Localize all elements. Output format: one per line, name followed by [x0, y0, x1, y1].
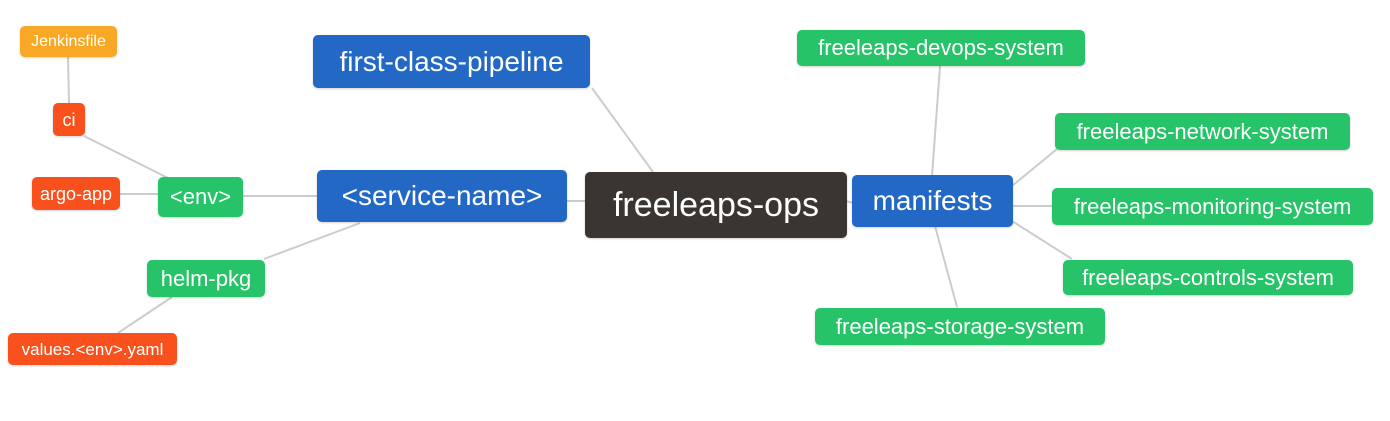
node-helm-pkg[interactable]: helm-pkg — [147, 260, 265, 297]
edge-helm-pkg-to-service-name — [263, 222, 361, 260]
node-ci[interactable]: ci — [53, 103, 85, 136]
node-values-env-yaml[interactable]: values.<env>.yaml — [8, 333, 177, 365]
node-jenkinsfile[interactable]: Jenkinsfile — [20, 26, 117, 57]
edge-jenkinsfile-to-ci — [67, 56, 70, 104]
node-env[interactable]: <env> — [158, 177, 243, 217]
edge-manifests-to-network-system — [1011, 148, 1058, 187]
node-storage-system[interactable]: freeleaps-storage-system — [815, 308, 1105, 345]
node-network-system[interactable]: freeleaps-network-system — [1055, 113, 1350, 150]
node-devops-system[interactable]: freeleaps-devops-system — [797, 30, 1085, 66]
edge-manifests-to-devops-system — [931, 65, 941, 177]
node-freeleaps-ops[interactable]: freeleaps-ops — [585, 172, 847, 238]
node-controls-system[interactable]: freeleaps-controls-system — [1063, 260, 1353, 295]
node-first-class-pipeline[interactable]: first-class-pipeline — [313, 35, 590, 88]
edge-values-env-yaml-to-helm-pkg — [117, 296, 173, 334]
edge-manifests-to-controls-system — [1011, 220, 1073, 260]
node-monitoring-system[interactable]: freeleaps-monitoring-system — [1052, 188, 1373, 225]
edge-ci-to-env — [83, 135, 169, 179]
node-argo-app[interactable]: argo-app — [32, 177, 120, 210]
node-manifests[interactable]: manifests — [852, 175, 1013, 227]
edge-first-class-pipeline-to-freeleaps-ops — [591, 87, 654, 173]
node-service-name[interactable]: <service-name> — [317, 170, 567, 222]
edge-manifests-to-storage-system — [934, 225, 958, 308]
